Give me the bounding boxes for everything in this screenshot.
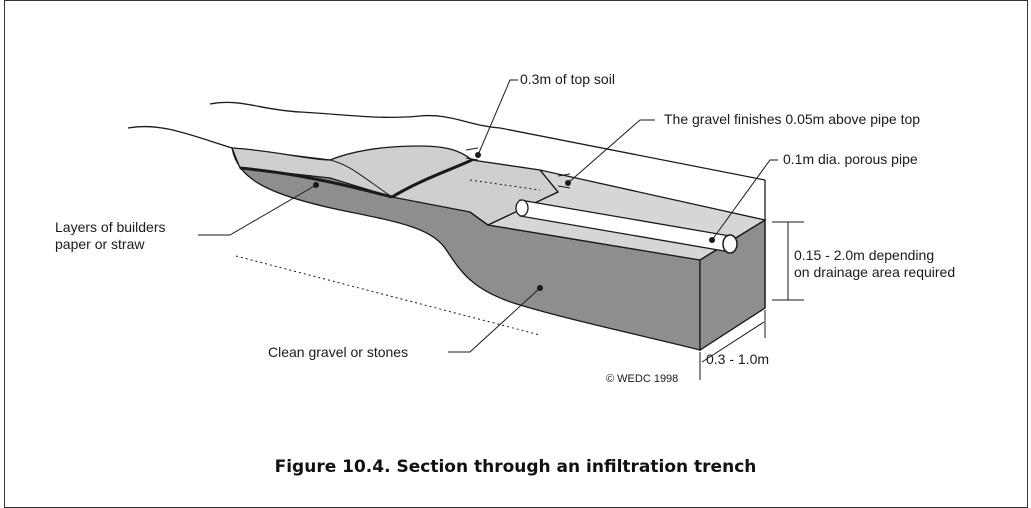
leader-pipe xyxy=(711,159,778,241)
label-depth-2: on drainage area required xyxy=(794,264,956,280)
top-soil-tick xyxy=(465,147,479,161)
leader-dot-top-soil xyxy=(475,152,481,158)
label-top-soil: 0.3m of top soil xyxy=(520,71,615,87)
leader-dot-pipe xyxy=(709,237,715,243)
width-dimension xyxy=(699,310,766,380)
pipe-opening xyxy=(722,234,738,254)
ground-line-front xyxy=(127,125,233,149)
copyright-text: © WEDC 1998 xyxy=(606,373,679,385)
label-layers-1: Layers of builders xyxy=(55,219,166,235)
label-layers-2: paper or straw xyxy=(55,236,145,252)
soil-edge-thick xyxy=(391,158,473,199)
dotted-line-gravel xyxy=(469,179,541,191)
leader-dot-gravel-body xyxy=(537,285,543,291)
soil-mound-ridge xyxy=(329,159,393,198)
leader-dot-layers xyxy=(313,182,319,188)
leader-layers xyxy=(198,184,317,236)
label-width: 0.3 - 1.0m xyxy=(706,351,770,367)
ground-line-back xyxy=(209,101,766,181)
figure-caption: Figure 10.4. Section through an infiltra… xyxy=(274,457,757,477)
label-depth-1: 0.15 - 2.0m depending xyxy=(794,247,935,263)
trench-front-face xyxy=(231,147,701,351)
gravel-tick xyxy=(557,173,571,189)
label-pipe: 0.1m dia. porous pipe xyxy=(783,151,918,167)
leader-dot-gravel xyxy=(565,180,571,186)
leader-top-soil xyxy=(477,79,518,156)
leader-clean-gravel xyxy=(448,287,541,353)
builders-paper-layer xyxy=(239,166,393,199)
pipe-end xyxy=(515,199,529,217)
label-clean-gravel: Clean gravel or stones xyxy=(268,344,409,360)
leader-gravel-finish xyxy=(567,119,655,184)
depth-dimension xyxy=(772,221,804,301)
dotted-line-ground xyxy=(235,255,541,336)
label-gravel-finish: The gravel finishes 0.05m above pipe top xyxy=(664,111,921,127)
